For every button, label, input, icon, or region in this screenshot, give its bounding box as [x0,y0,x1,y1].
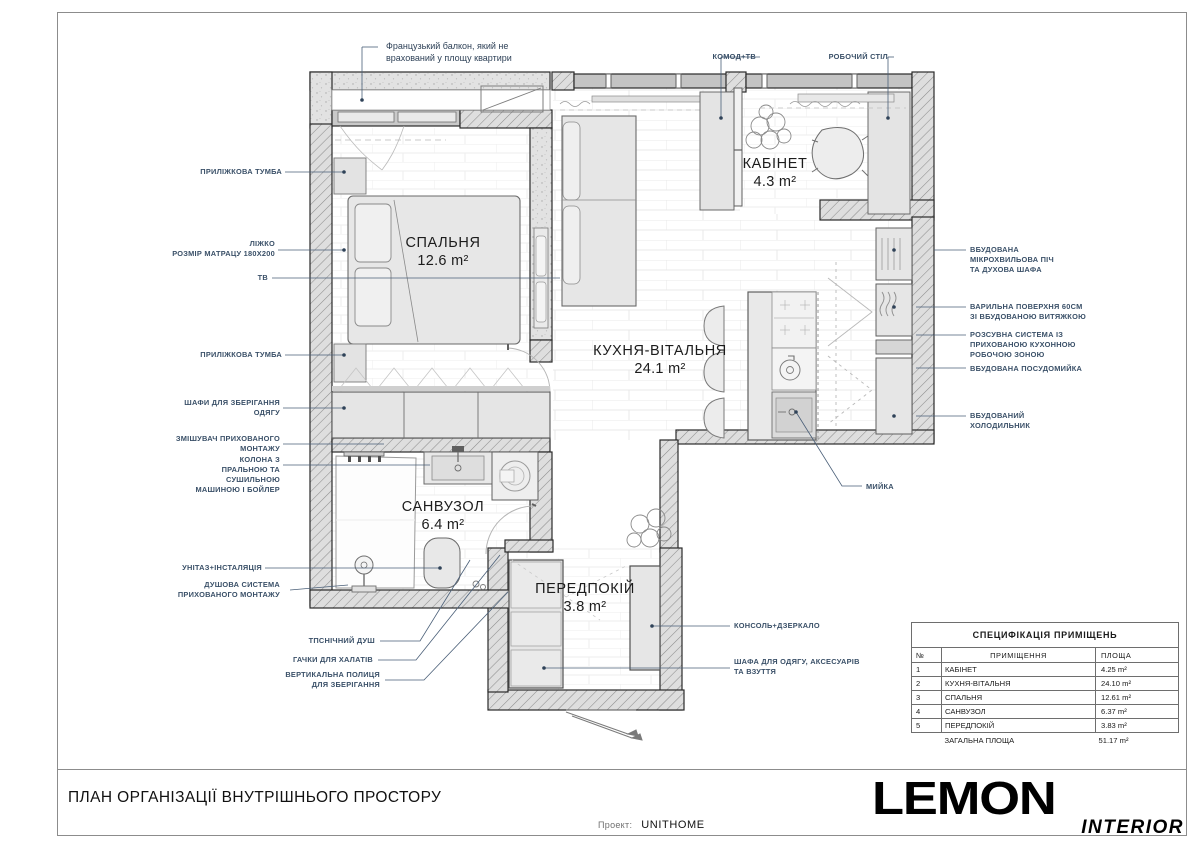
spec-title-row: СПЕЦИФІКАЦІЯ ПРИМІЩЕНЬ [911,622,1179,648]
room-name: СПАЛЬНЯ [405,235,481,251]
room-area: 6.4 m² [421,517,465,534]
annotation-shower-system: ДУШОВА СИСТЕМА ПРИХОВАНОГО МОНТАЖУ [177,580,280,599]
spec-row-name: КАБІНЕТ [941,662,1096,677]
spec-total-row: ЗАГАЛЬНА ПЛОЩА 51.17 m² [912,733,1179,745]
bathroom-fixtures [335,446,539,593]
annotation-desk: РОБОЧИЙ СТІЛ [828,52,888,61]
project-value: UNITHOME [641,819,705,831]
spec-row-name: ПЕРЕДПОКІЙ [941,718,1096,733]
annotation-laundry-column: КОЛОНА З ПРАЛЬНОЮ ТА СУШИЛЬНОЮ МАШИНОЮ І… [195,455,280,494]
room-area: 12.6 m² [417,253,469,270]
spec-col-area: ПЛОЩА [1095,647,1179,663]
room-label-hallway: ПЕРЕДПОКІЙ 3.8 m² [510,580,660,616]
walls [309,71,935,711]
bedroom-furniture [333,157,551,393]
spec-row-no: 3 [911,690,942,705]
spec-col-room: ПРИМІЩЕННЯ [941,647,1096,663]
annotation-wardrobes: ШАФИ ДЛЯ ЗБЕРІГАННЯ ОДЯГУ [184,398,280,417]
room-area: 4.3 m² [753,174,797,191]
annotation-sink: МИЙКА [866,482,894,491]
table-row: 4 САНВУЗОЛ 6.37 m² [911,704,1179,719]
annotation-microwave-oven: ВБУДОВАНА МІКРОХВИЛЬОВА ПІЧ ТА ДУХОВА ША… [970,245,1054,274]
spec-col-no: № [911,647,942,663]
french-balcony [331,85,551,171]
room-name: КАБІНЕТ [742,156,808,172]
room-name: ПЕРЕДПОКІЙ [535,581,635,597]
annotation-entry-wardrobe: ШАФА ДЛЯ ОДЯГУ, АКСЕСУАРІВ ТА ВЗУТТЯ [734,657,860,676]
spec-title: СПЕЦИФІКАЦІЯ ПРИМІЩЕНЬ [911,622,1179,648]
room-label-bathroom: САНВУЗОЛ 6.4 m² [378,498,508,534]
wardrobe-run [331,367,551,439]
spec-row-area: 3.83 m² [1095,718,1179,733]
spec-row-area: 6.37 m² [1095,704,1179,719]
room-label-kitchen-living: КУХНЯ-ВІТАЛЬНЯ 24.1 m² [560,342,760,378]
room-label-bedroom: СПАЛЬНЯ 12.6 m² [378,234,508,270]
annotation-leaders [265,46,966,681]
sheet-border [57,12,1187,836]
annotation-hob: ВАРИЛЬНА ПОВЕРХНЯ 60СМ ЗІ ВБУДОВАНОЮ ВИТ… [970,302,1086,321]
spec-total-label: ЗАГАЛЬНА ПЛОЩА [944,736,1015,745]
specification-table: СПЕЦИФІКАЦІЯ ПРИМІЩЕНЬ № ПРИМІЩЕННЯ ПЛОЩ… [911,622,1179,745]
table-row: 2 КУХНЯ-ВІТАЛЬНЯ 24.10 m² [911,676,1179,691]
annotation-bed: ЛІЖКО РОЗМІР МАТРАЦУ 180Х200 [172,239,275,258]
room-name: КУХНЯ-ВІТАЛЬНЯ [593,343,727,359]
annotation-fridge: ВБУДОВАНИЙ ХОЛОДИЛЬНИК [970,411,1031,430]
room-name: САНВУЗОЛ [401,499,485,515]
logo-wordmark: LEMON [872,772,1057,824]
room-area: 24.1 m² [634,361,686,378]
page-title: ПЛАН ОРГАНІЗАЦІЇ ВНУТРІШНЬОГО ПРОСТОРУ [68,789,442,806]
spec-row-area: 4.25 m² [1095,662,1179,677]
spec-row-name: КУХНЯ-ВІТАЛЬНЯ [941,676,1096,691]
hallway-furniture [508,559,661,741]
title-block [57,769,1187,836]
spec-header-row: № ПРИМІЩЕННЯ ПЛОЩА [911,647,1179,663]
spec-row-no: 4 [911,704,942,719]
spec-row-area: 24.10 m² [1095,676,1179,691]
room-label-office: КАБІНЕТ 4.3 m² [710,155,840,191]
table-row: 5 ПЕРЕДПОКІЙ 3.83 m² [911,718,1179,733]
annotation-sliding-system: РОЗСУВНА СИСТЕМА ІЗ ПРИХОВАНОЮ КУХОННОЮ … [970,330,1076,359]
annotation-nightstand-bottom: ПРИЛІЖКОВА ТУМБА [200,350,282,359]
annotation-console-mirror: КОНСОЛЬ+ДЗЕРКАЛО [734,621,820,630]
table-row: 3 СПАЛЬНЯ 12.61 m² [911,690,1179,705]
logo-subtitle: INTERIOR [1081,817,1184,838]
project-row: Проект: UNITHOME [598,819,705,831]
spec-total-value: 51.17 m² [1098,736,1129,745]
project-label: Проект: [598,820,633,830]
spec-row-area: 12.61 m² [1095,690,1179,705]
annotation-french-balcony: Французький балкон, який не врахований у… [386,41,512,64]
annotation-robe-hooks: ГАЧКИ ДЛЯ ХАЛАТІВ [292,655,373,664]
annotation-tv: ТВ [257,273,268,282]
spec-row-no: 2 [911,676,942,691]
annotation-toilet: УНІТАЗ+ІНСТАЛЯЦІЯ [182,563,262,572]
annotation-concealed-mixer: ЗМІШУВАЧ ПРИХОВАНОГО МОНТАЖУ [175,434,280,453]
spec-row-no: 5 [911,718,942,733]
spec-row-name: САНВУЗОЛ [941,704,1096,719]
living-kitchen-furniture [559,73,913,548]
annotation-dishwasher: ВБУДОВАНА ПОСУДОМИЙКА [970,364,1083,373]
spec-row-name: СПАЛЬНЯ [941,690,1096,705]
annotation-nightstand-top: ПРИЛІЖКОВА ТУМБА [200,167,282,176]
annotation-tropical-shower: ТПСНІЧНИЙ ДУШ [308,636,375,645]
annotation-komod-tv: КОМОД+ТВ [712,52,756,61]
brand-logo: LEMON INTERIOR [872,775,1184,839]
table-row: 1 КАБІНЕТ 4.25 m² [911,662,1179,677]
room-area: 3.8 m² [563,599,607,616]
annotation-vertical-shelf: ВЕРТИКАЛЬНА ПОЛИЦЯ ДЛЯ ЗБЕРІГАННЯ [285,670,380,689]
spec-row-no: 1 [911,662,942,677]
